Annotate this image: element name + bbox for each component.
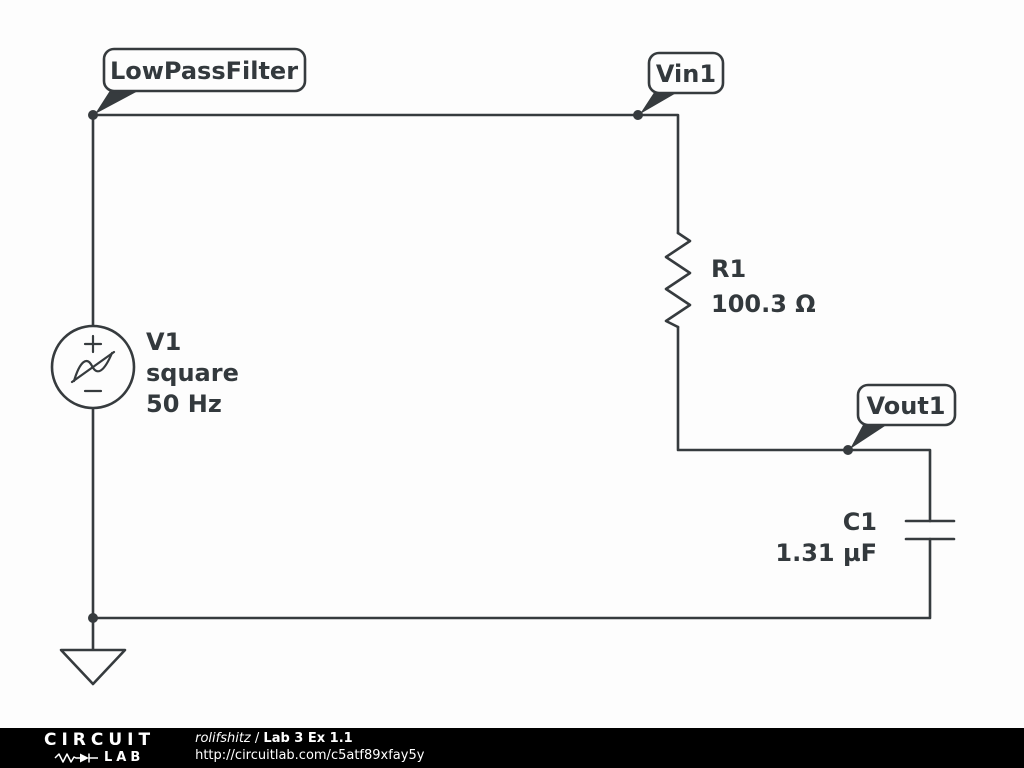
node-dot bbox=[88, 613, 98, 623]
footer-attribution: rolifshitz / Lab 3 Ex 1.1 http://circuit… bbox=[195, 731, 424, 765]
circuitlab-logo: CIRCUIT LAB bbox=[44, 730, 156, 765]
logo-text-circuit: CIRCUIT bbox=[44, 730, 156, 750]
c1-designator: C1 bbox=[843, 508, 877, 536]
flag-pointer bbox=[850, 423, 888, 449]
footer-bar: CIRCUIT LAB rolifshitz / Lab 3 Ex 1.1 ht… bbox=[0, 728, 1024, 768]
resistor-diode-icon bbox=[54, 752, 98, 763]
resistor-zigzag bbox=[664, 231, 692, 329]
net-flag-lowpassfilter[interactable]: LowPassFilter bbox=[95, 47, 307, 114]
net-label: Vout1 bbox=[866, 392, 945, 420]
v1-waveform: square bbox=[146, 359, 239, 387]
net-label: Vin1 bbox=[656, 60, 716, 88]
flag-pointer bbox=[640, 91, 678, 114]
node-dot bbox=[633, 110, 643, 120]
r1-designator: R1 bbox=[711, 255, 746, 283]
node-dot bbox=[88, 110, 98, 120]
schematic-svg: V1 square 50 Hz R1 100.3 Ω C1 1.31 µF Lo… bbox=[50, 47, 957, 686]
flag-box bbox=[856, 383, 957, 427]
sine-wave-icon bbox=[72, 351, 114, 383]
c1-value: 1.31 µF bbox=[775, 539, 877, 567]
flag-box bbox=[647, 51, 725, 95]
net-flag-vout1[interactable]: Vout1 bbox=[850, 383, 957, 449]
component-v1-source[interactable]: V1 square 50 Hz bbox=[50, 324, 239, 418]
circuit-title: Lab 3 Ex 1.1 bbox=[263, 731, 353, 747]
author-name: rolifshitz bbox=[195, 731, 251, 747]
r1-value: 100.3 Ω bbox=[711, 290, 816, 318]
ground-symbol[interactable] bbox=[59, 648, 127, 686]
logo-text-lab: LAB bbox=[104, 750, 145, 765]
flag-box bbox=[102, 47, 307, 93]
component-r1-resistor[interactable]: R1 100.3 Ω bbox=[664, 231, 816, 329]
separator: / bbox=[250, 731, 264, 747]
wire-net bbox=[91, 113, 932, 652]
net-flag-vin1[interactable]: Vin1 bbox=[640, 51, 725, 114]
schematic-canvas: V1 square 50 Hz R1 100.3 Ω C1 1.31 µF Lo… bbox=[50, 47, 957, 686]
flag-pointer bbox=[95, 89, 140, 114]
footer-url[interactable]: http://circuitlab.com/c5atf89xfay5y bbox=[195, 748, 425, 763]
node-dot bbox=[843, 445, 853, 455]
component-c1-capacitor[interactable]: C1 1.31 µF bbox=[775, 508, 956, 567]
v1-designator: V1 bbox=[146, 328, 181, 356]
plus-icon bbox=[83, 334, 103, 354]
v1-frequency: 50 Hz bbox=[146, 390, 222, 418]
net-label: LowPassFilter bbox=[110, 57, 298, 85]
